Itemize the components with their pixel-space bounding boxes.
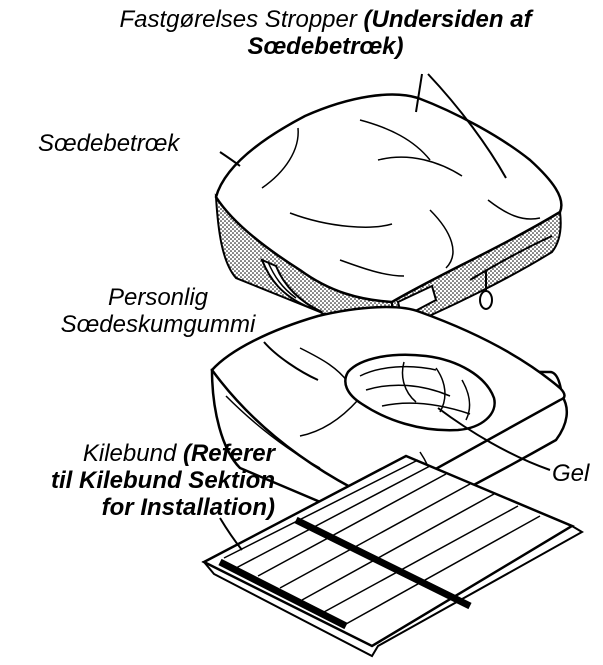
base-label-line1: Kilebund (Referer [10, 440, 275, 467]
base-label-line2: til Kilebund Sektion [10, 467, 275, 494]
straps-label-line2: Sœdebetrœk) [48, 33, 603, 60]
leader-base [220, 518, 242, 550]
straps-label-line1: Fastgørelses Stropper (Undersiden af [48, 6, 603, 33]
foam-label-line1: Personlig [58, 284, 258, 311]
foam-label-line2: Sœdeskumgummi [58, 311, 258, 338]
seat-cover [216, 95, 561, 333]
base-label-bold1: (Referer [183, 440, 275, 467]
straps-label-bold: (Undersiden af [364, 6, 532, 33]
foam-label: Personlig Sœdeskumgummi [58, 284, 258, 338]
zipper-pull [480, 291, 492, 309]
cover-label: Sœdebetrœk [38, 130, 179, 157]
leader-cover [220, 152, 240, 166]
base-label-line3: for Installation) [10, 494, 275, 521]
straps-label: Fastgørelses Stropper (Undersiden af Sœd… [48, 6, 603, 60]
gel-label-text: Gel [552, 460, 589, 487]
straps-label-plain: Fastgørelses Stropper [119, 6, 363, 33]
base-label: Kilebund (Referer til Kilebund Sektion f… [10, 440, 275, 521]
cover-label-text: Sœdebetrœk [38, 130, 179, 157]
base-label-plain: Kilebund [83, 440, 183, 467]
gel-label: Gel [552, 460, 589, 487]
